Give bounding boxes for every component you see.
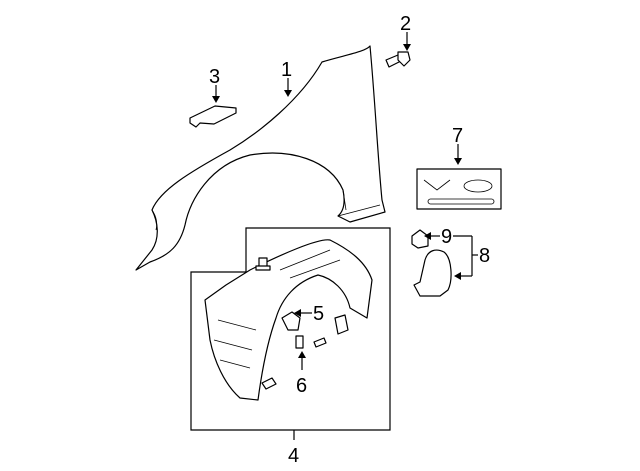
- clip-right[interactable]: [334, 314, 349, 335]
- callout-5: 5: [313, 303, 324, 325]
- bolt-part-2[interactable]: [385, 51, 411, 68]
- callout-2: 2: [400, 13, 411, 35]
- screw-part-6[interactable]: [295, 335, 304, 349]
- screw-side[interactable]: [313, 337, 327, 348]
- mud-guard-part-8[interactable]: [413, 249, 452, 297]
- callout-6: 6: [296, 375, 307, 397]
- fastener-bottom[interactable]: [261, 377, 277, 390]
- clip-nut-part-5[interactable]: [281, 311, 301, 331]
- callout-8: 8: [479, 245, 490, 267]
- fender-liner-part-4[interactable]: [204, 239, 373, 401]
- emblem-part-7[interactable]: [416, 168, 502, 210]
- fastener-top[interactable]: [255, 257, 271, 271]
- callout-1: 1: [281, 59, 292, 81]
- retainer-part-9[interactable]: [411, 229, 429, 249]
- callout-7: 7: [452, 125, 463, 147]
- callout-9: 9: [441, 226, 452, 248]
- insulator-part-3[interactable]: [189, 105, 237, 128]
- callout-4: 4: [288, 445, 299, 467]
- leader-lines: [212, 32, 478, 370]
- callout-3: 3: [209, 66, 220, 88]
- fender[interactable]: [135, 45, 386, 271]
